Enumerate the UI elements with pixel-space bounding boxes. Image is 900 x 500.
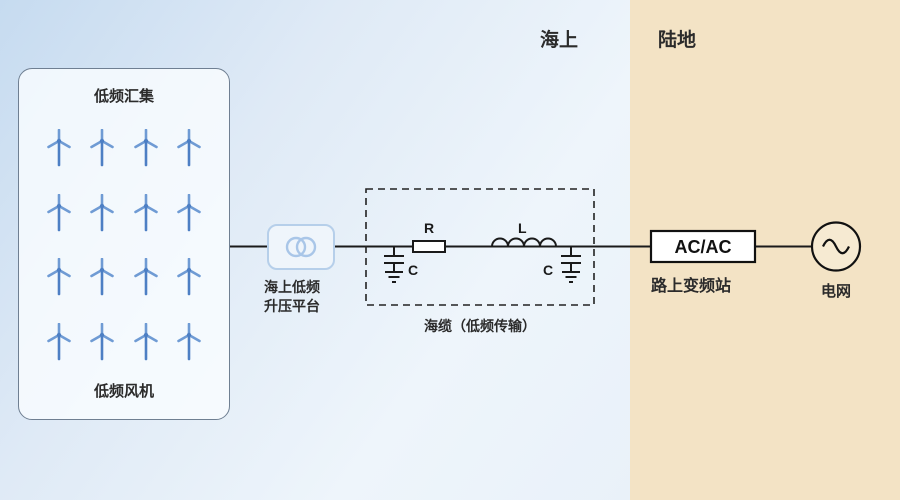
wind-turbine-icon (46, 129, 71, 167)
grid-caption: 电网 (820, 283, 851, 300)
platform-label: 海上低频 升压平台 (264, 278, 320, 316)
capacitor-right-label: C (543, 262, 553, 278)
wind-turbine-icon (177, 258, 202, 296)
wind-turbine-icon (90, 258, 115, 296)
wind-turbine-icon (177, 322, 202, 361)
converter-box-label: AC/AC (675, 237, 732, 257)
turbine-grid (19, 106, 229, 380)
zone-label-sea: 海上 (540, 30, 579, 51)
transformer-platform-icon (267, 224, 335, 270)
cable-caption: 海缆（低频传输） (424, 318, 536, 334)
cable-dashed-box (365, 188, 595, 306)
wind-turbine-icon (133, 322, 158, 361)
transformer-circles-icon (285, 236, 317, 258)
zone-label-land: 陆地 (658, 30, 697, 51)
windfarm-title: 低频汇集 (93, 88, 154, 105)
windfarm-caption: 低频风机 (93, 383, 154, 400)
wind-turbine-icon (133, 129, 158, 167)
resistor-label: R (424, 220, 434, 236)
resistor-icon (412, 240, 446, 253)
wind-turbine-icon (46, 322, 71, 361)
wind-turbine-icon (177, 129, 202, 167)
converter-caption: 路上变频站 (651, 278, 732, 295)
wind-turbine-icon (46, 193, 71, 232)
platform-label-line2: 升压平台 (264, 298, 320, 314)
wind-turbine-icon (46, 258, 71, 296)
wind-turbine-icon (90, 193, 115, 232)
inductor-label: L (518, 220, 527, 236)
wind-turbine-icon (133, 258, 158, 296)
wind-turbine-icon (90, 322, 115, 361)
ground-right-icon (562, 271, 580, 283)
ground-left-icon (385, 271, 403, 283)
capacitor-left-label: C (408, 262, 418, 278)
wind-turbine-icon (133, 193, 158, 232)
inductor-icon (491, 237, 557, 247)
windfarm-panel: 低频汇集 (18, 68, 230, 420)
wind-turbine-icon (177, 193, 202, 232)
capacitor-left-icon (384, 246, 404, 272)
sine-wave-icon (822, 238, 850, 255)
capacitor-right-icon (561, 246, 581, 272)
platform-label-line1: 海上低频 (264, 279, 320, 295)
wind-turbine-icon (90, 129, 115, 167)
converter-box (649, 229, 757, 264)
